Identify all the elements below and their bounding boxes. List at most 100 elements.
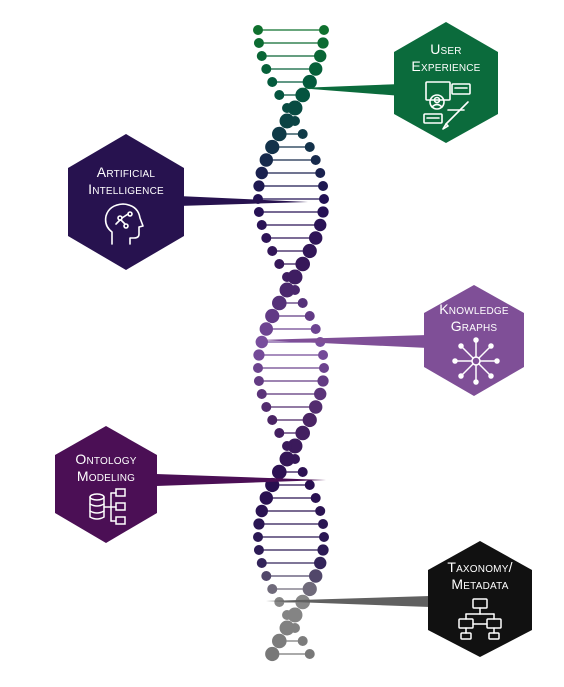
tm-label-line-1: Taxonomy/ — [447, 559, 513, 575]
dna-node — [261, 402, 272, 412]
dna-node — [287, 607, 303, 623]
kg-label-line-1: Knowledge — [439, 301, 509, 317]
dna-node — [309, 62, 323, 76]
dna-node — [310, 493, 321, 503]
dna-node — [261, 233, 272, 243]
ai-hexagon[interactable] — [68, 134, 184, 270]
om-connector — [156, 474, 326, 486]
kg-label: Knowledge Graphs — [426, 301, 522, 335]
tm-label-line-2: Metadata — [451, 576, 509, 592]
dna-node — [314, 218, 327, 232]
om-label: Ontology Modeling — [58, 451, 154, 485]
dna-node — [315, 506, 326, 516]
dna-node — [318, 519, 329, 529]
dna-node — [319, 363, 329, 373]
dna-node — [256, 220, 267, 230]
dna-node — [282, 441, 293, 451]
dna-node — [319, 25, 329, 35]
dna-node — [309, 231, 323, 245]
dna-node — [259, 491, 273, 505]
dna-node — [253, 376, 264, 386]
dna-node — [256, 51, 267, 61]
dna-node — [255, 335, 268, 349]
dna-node — [265, 308, 280, 324]
dna-helix — [253, 25, 329, 662]
network-icon — [452, 337, 500, 385]
dna-node — [253, 545, 264, 555]
dna-node — [289, 116, 300, 126]
dna-node — [274, 597, 285, 607]
dna-node — [302, 412, 317, 428]
dna-node — [279, 620, 295, 636]
dna-node — [265, 139, 280, 155]
dna-node — [309, 569, 323, 583]
dna-node — [304, 480, 315, 490]
dna-node — [302, 243, 317, 259]
dna-node — [295, 87, 311, 103]
dna-node — [297, 298, 308, 308]
dna-node — [255, 166, 268, 180]
dna-node — [295, 256, 311, 272]
dna-node — [253, 363, 263, 373]
om-hexagon[interactable] — [55, 426, 157, 543]
dna-node — [309, 400, 323, 414]
dna-node — [304, 142, 315, 152]
dna-node — [314, 556, 327, 570]
dna-node — [274, 428, 285, 438]
dna-node — [253, 532, 263, 542]
dna-node — [287, 269, 303, 285]
om-label-line-1: Ontology — [75, 451, 137, 467]
dna-node — [267, 415, 278, 425]
kg-label-line-2: Graphs — [450, 318, 498, 334]
om-label-line-2: Modeling — [76, 468, 136, 484]
dna-node — [261, 64, 272, 74]
kg-connector — [258, 335, 428, 348]
dna-node — [319, 194, 329, 204]
hierarchy-icon — [458, 598, 502, 640]
dna-node — [253, 25, 263, 35]
dna-node — [274, 90, 285, 100]
dna-node — [267, 584, 278, 594]
database-hierarchy-icon — [89, 488, 126, 525]
dna-node — [253, 349, 265, 361]
ai-label-line-1: Artificial — [96, 164, 156, 180]
dna-node — [302, 581, 317, 597]
dna-node — [318, 181, 329, 191]
ai-label: Artificial Intelligence — [72, 164, 180, 198]
ai-head-icon — [104, 203, 144, 245]
dna-node — [261, 571, 272, 581]
dna-node — [267, 246, 278, 256]
dna-node — [318, 350, 329, 360]
dna-node — [253, 518, 265, 530]
dna-node — [315, 168, 326, 178]
dna-node — [319, 532, 329, 542]
dna-node — [253, 180, 265, 192]
tm-connector — [266, 596, 430, 607]
ai-label-line-2: Intelligence — [88, 181, 164, 197]
dna-node — [317, 37, 329, 49]
tm-label: Taxonomy/ Metadata — [432, 559, 528, 593]
dna-node — [304, 311, 315, 321]
dna-node — [314, 387, 327, 401]
dna-node — [317, 544, 329, 556]
dna-node — [297, 129, 308, 139]
ux-label-line-2: Experience — [411, 58, 481, 74]
dna-node — [289, 454, 300, 464]
ux-label: User Experience — [398, 41, 494, 75]
dna-node — [271, 464, 287, 480]
dna-node — [287, 100, 303, 116]
dna-node — [297, 467, 308, 477]
dna-node — [302, 74, 317, 90]
dna-node — [297, 636, 308, 646]
dna-node — [255, 504, 268, 518]
dna-node — [310, 324, 321, 334]
user-experience-icon — [423, 81, 471, 130]
dna-node — [259, 153, 273, 167]
dna-node — [256, 558, 267, 568]
dna-node — [279, 282, 295, 298]
dna-node — [317, 206, 329, 218]
dna-node — [256, 389, 267, 399]
dna-node — [253, 38, 264, 48]
dna-node — [279, 113, 295, 129]
